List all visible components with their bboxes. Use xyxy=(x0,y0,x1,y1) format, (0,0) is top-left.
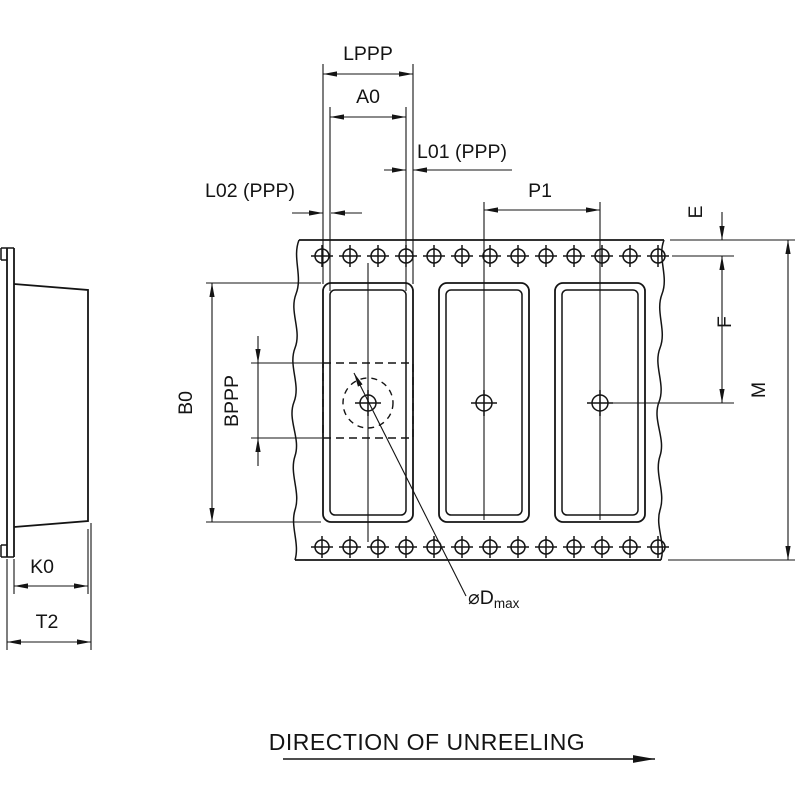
dmax-subscript: max xyxy=(494,596,520,611)
torn-edge-left xyxy=(291,239,300,561)
dmax-leader-line xyxy=(353,372,467,597)
sprocket-hole xyxy=(394,535,418,559)
direction-of-unreeling: DIRECTION OF UNREELING xyxy=(269,729,655,763)
sprocket-hole xyxy=(562,535,586,559)
label-e: E xyxy=(685,205,707,218)
sprocket-hole xyxy=(590,535,614,559)
side-view-dimensions: K0 T2 xyxy=(6,523,92,650)
sprocket-hole xyxy=(338,535,362,559)
label-dmax: ⌀Dmax xyxy=(468,587,520,611)
sprocket-hole xyxy=(310,535,334,559)
pocket-1 xyxy=(322,263,414,542)
dimension-l02: L02 (PPP) xyxy=(205,180,362,216)
sprocket-hole xyxy=(506,535,530,559)
label-a0: A0 xyxy=(356,86,380,108)
dimension-l01: L01 (PPP) xyxy=(384,141,512,173)
component-outline-dashed xyxy=(322,362,414,439)
torn-edge-right xyxy=(656,239,666,561)
sprocket-holes-top-row xyxy=(310,244,670,268)
sprocket-hole xyxy=(534,535,558,559)
direction-of-unreeling-label: DIRECTION OF UNREELING xyxy=(269,729,585,755)
sprocket-hole xyxy=(618,535,642,559)
sprocket-hole xyxy=(646,244,670,268)
side-view xyxy=(0,247,89,558)
label-l01: L01 (PPP) xyxy=(417,141,507,163)
label-b0: B0 xyxy=(175,391,197,415)
tape-outline xyxy=(291,239,666,561)
sprocket-hole xyxy=(478,244,502,268)
label-lppp: LPPP xyxy=(343,43,393,65)
label-bppp: BPPP xyxy=(221,375,243,427)
sprocket-hole xyxy=(478,535,502,559)
dimension-bppp: BPPP xyxy=(221,336,322,466)
sprocket-hole xyxy=(562,244,586,268)
dimension-a0: A0 xyxy=(329,86,407,291)
sprocket-hole xyxy=(450,244,474,268)
label-k0: K0 xyxy=(30,556,54,578)
label-p1: P1 xyxy=(528,180,552,202)
sprocket-hole xyxy=(422,244,446,268)
pocket-center-hole xyxy=(354,389,382,417)
sprocket-hole xyxy=(590,244,614,268)
sprocket-holes-bottom-row xyxy=(310,535,670,559)
sprocket-hole xyxy=(618,244,642,268)
sprocket-hole xyxy=(534,244,558,268)
dmax-dashed-circle xyxy=(342,377,394,429)
sprocket-hole xyxy=(506,244,530,268)
dimensions-right: E F M xyxy=(610,205,795,561)
dimension-b0: B0 xyxy=(175,282,321,523)
label-f: F xyxy=(714,316,736,328)
sprocket-hole xyxy=(646,535,670,559)
dimension-p1: P1 xyxy=(483,180,601,520)
dimension-lppp: LPPP xyxy=(322,43,414,284)
label-m: M xyxy=(748,382,770,398)
sprocket-hole xyxy=(366,535,390,559)
sprocket-hole xyxy=(450,535,474,559)
tape-top-view xyxy=(291,239,670,561)
label-l02: L02 (PPP) xyxy=(205,180,295,202)
diameter-symbol: ⌀D xyxy=(468,587,494,609)
sprocket-hole xyxy=(366,244,390,268)
pocket-profile xyxy=(13,283,89,528)
label-t2: T2 xyxy=(36,611,59,633)
sprocket-hole xyxy=(338,244,362,268)
dmax-callout: ⌀Dmax xyxy=(353,372,520,611)
